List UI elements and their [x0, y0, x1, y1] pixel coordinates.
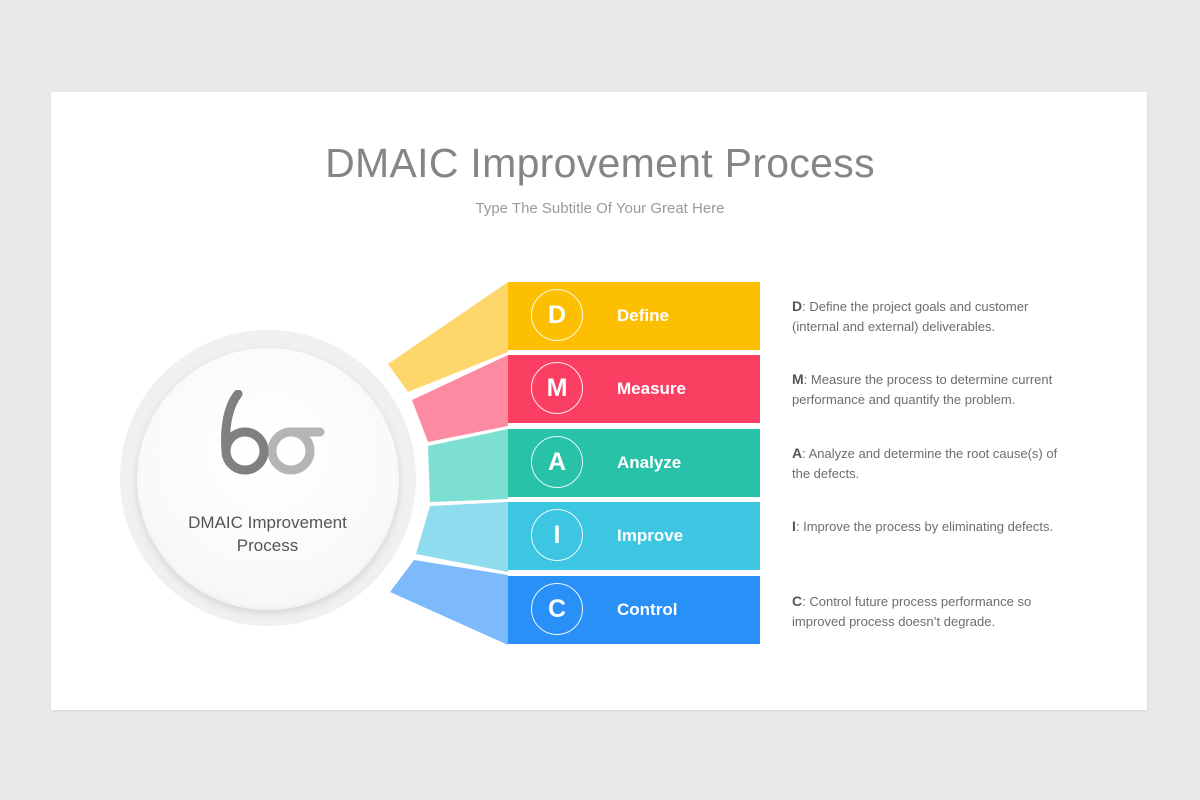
description-define: D: Define the project goals and customer…: [792, 296, 1072, 337]
step-label: Control: [617, 600, 678, 619]
description-text: : Control future process performance so …: [792, 594, 1032, 629]
step-label: Improve: [617, 526, 684, 545]
step-improve: I Improve: [508, 502, 760, 570]
step-letter-badge: A: [531, 436, 583, 488]
description-text: : Define the project goals and customer …: [792, 299, 1029, 334]
description-letter: A: [792, 445, 803, 461]
step-letter-badge: M: [531, 362, 583, 414]
description-improve: I: Improve the process by eliminating de…: [792, 516, 1072, 537]
description-text: : Analyze and determine the root cause(s…: [792, 446, 1058, 481]
description-control: C: Control future process performance so…: [792, 591, 1072, 632]
center-circle-label: DMAIC Improvement Process: [188, 513, 347, 555]
step-measure: M Measure: [508, 355, 760, 423]
six-sigma-logo-icon: [221, 390, 325, 475]
description-letter: I: [792, 518, 796, 534]
step-letter-badge: C: [531, 583, 583, 635]
description-letter: C: [792, 593, 803, 609]
center-circle: [137, 348, 399, 610]
step-label: Analyze: [617, 453, 682, 472]
description-text: : Improve the process by eliminating def…: [795, 519, 1054, 534]
description-analyze: A: Analyze and determine the root cause(…: [792, 443, 1072, 484]
description-letter: M: [792, 371, 804, 387]
description-measure: M: Measure the process to determine curr…: [792, 369, 1072, 410]
description-text: : Measure the process to determine curre…: [792, 372, 1053, 407]
step-letter-badge: I: [531, 509, 583, 561]
step-label: Define: [617, 306, 669, 325]
step-letter-badge: D: [531, 289, 583, 341]
page-subtitle: Type The Subtitle Of Your Great Here: [475, 200, 725, 217]
step-define: D Define: [508, 282, 760, 350]
step-control: C Control: [508, 576, 760, 644]
step-label: Measure: [617, 379, 686, 398]
step-analyze: A Analyze: [508, 429, 760, 497]
page-title: DMAIC Improvement Process: [325, 140, 875, 186]
description-letter: D: [792, 298, 803, 314]
